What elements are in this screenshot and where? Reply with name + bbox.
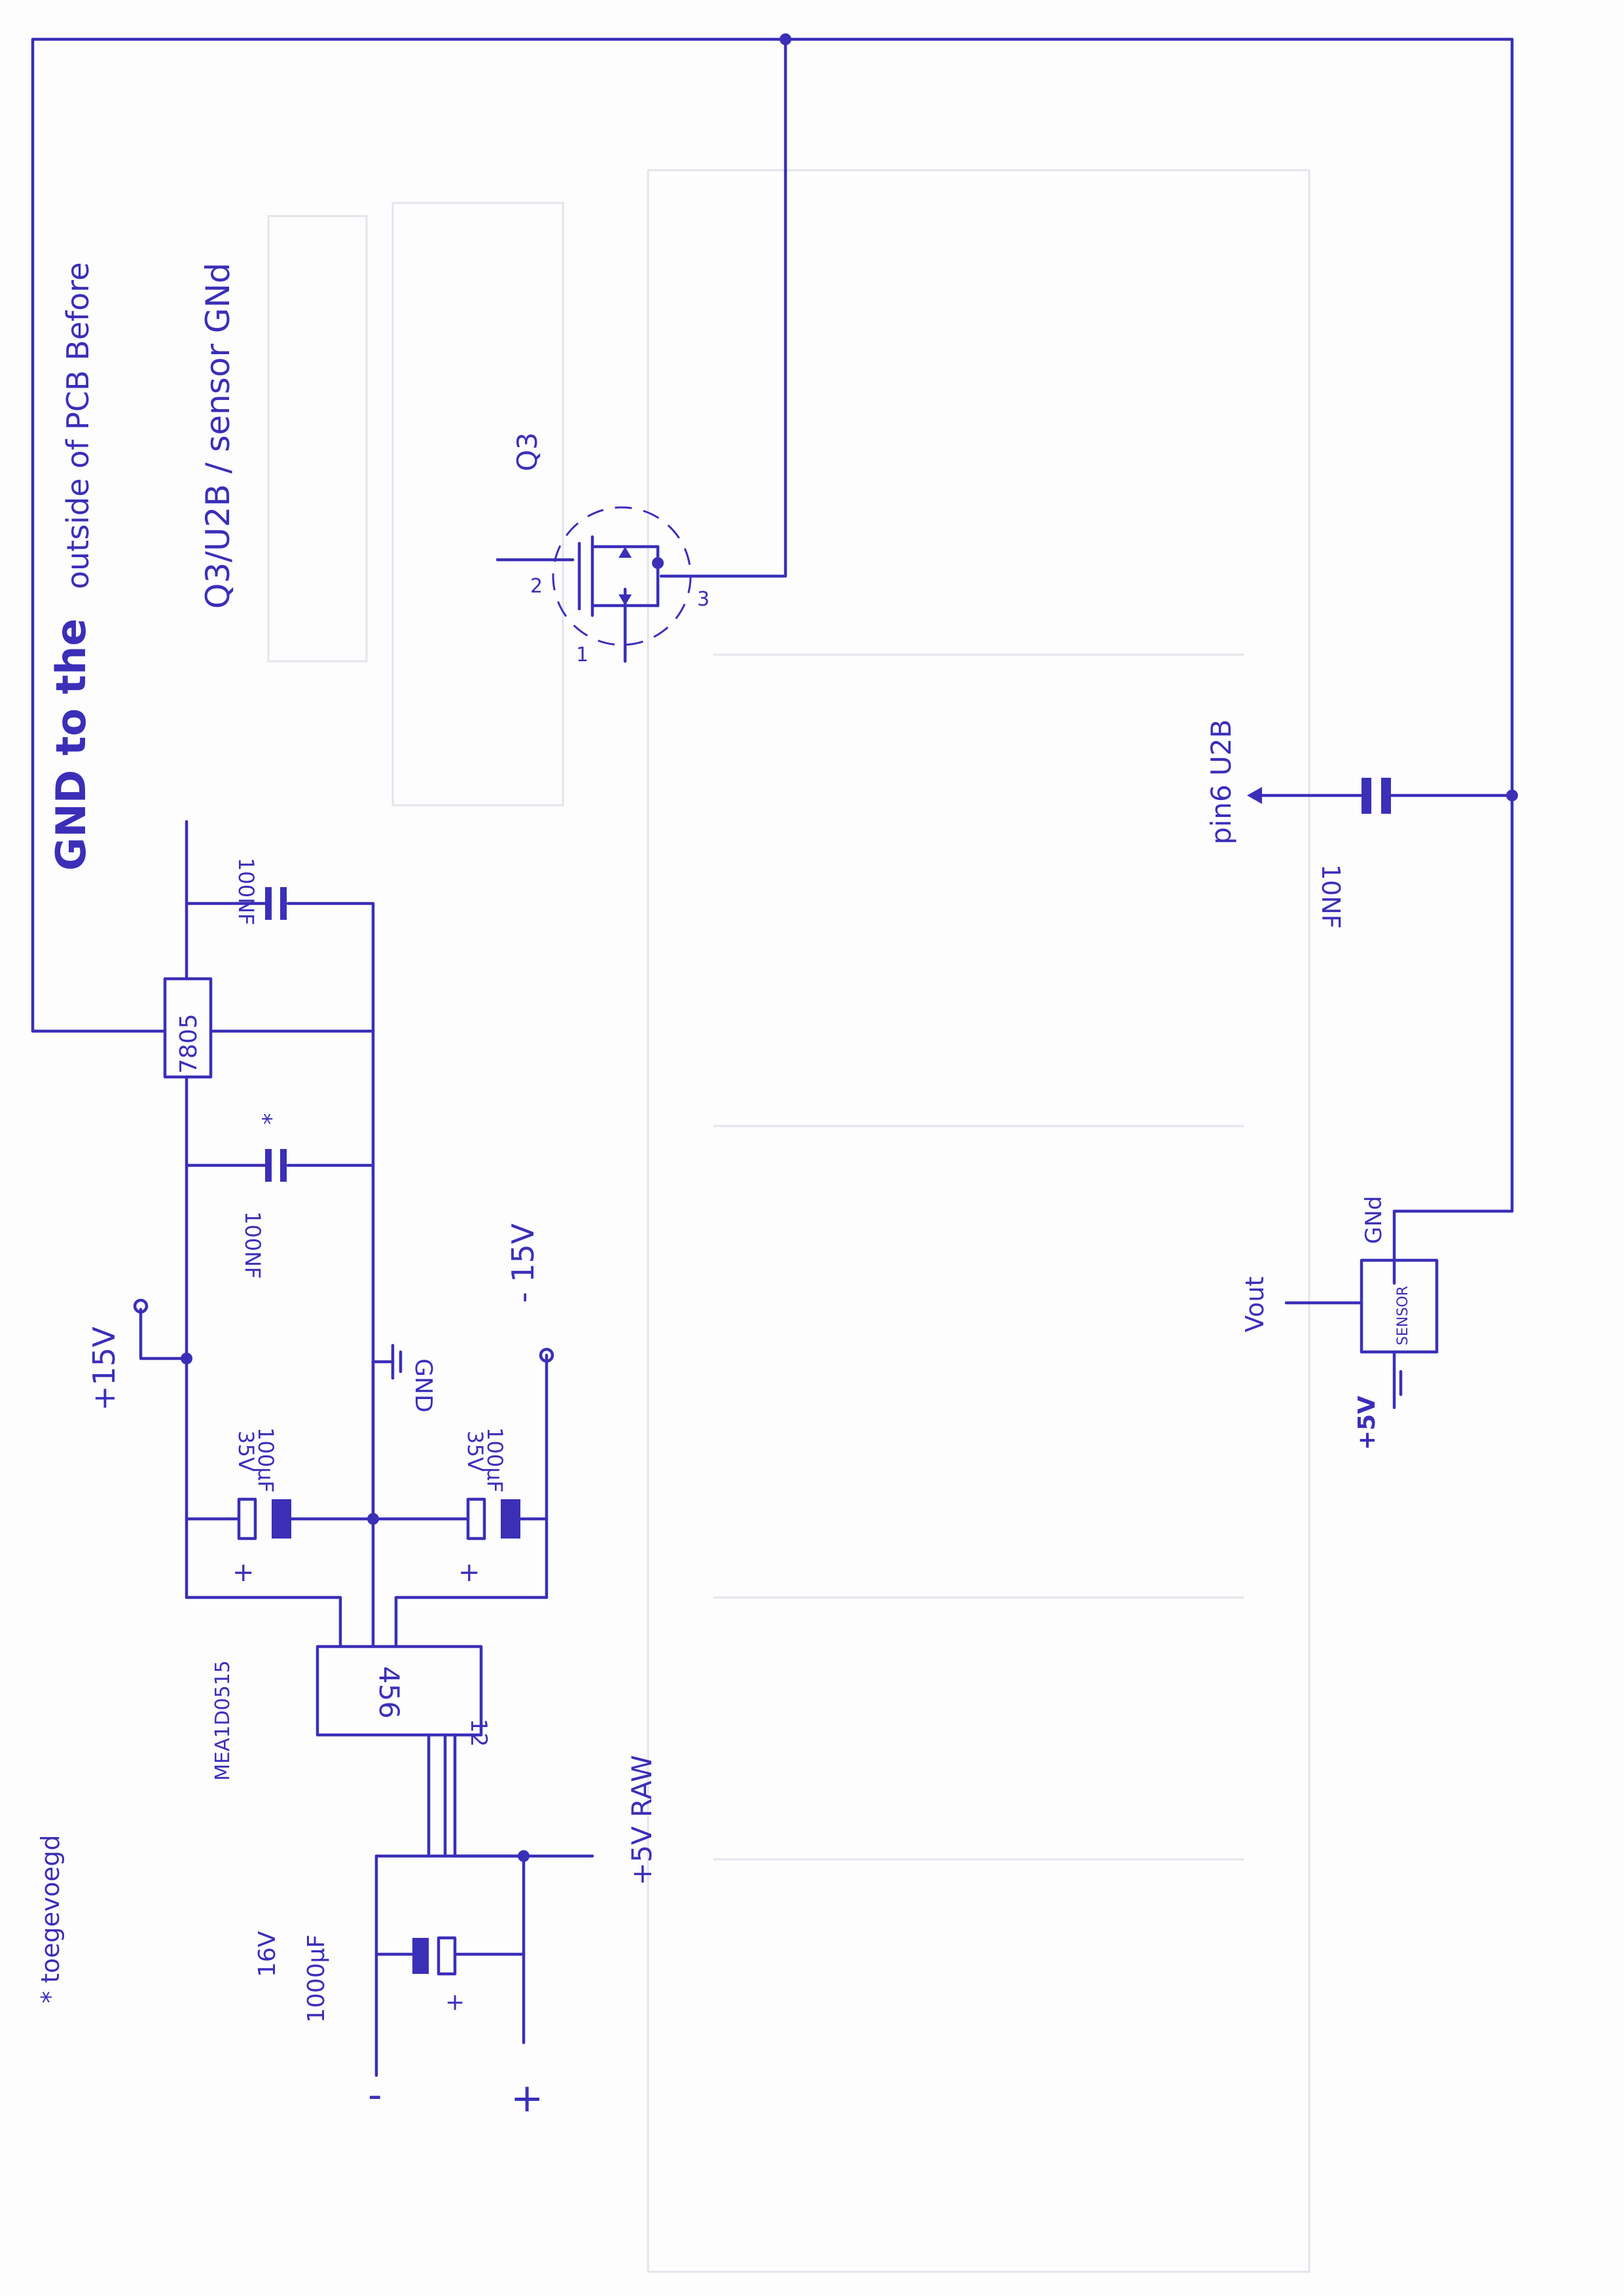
cap-10nf-label: 10NF bbox=[1316, 864, 1345, 929]
dcdc-converter-box bbox=[316, 1645, 483, 1737]
q3-pin2: 2 bbox=[530, 575, 543, 598]
minus15-label: - 15V bbox=[505, 1223, 541, 1303]
cap-top-label: 100NF bbox=[234, 858, 259, 925]
plus15-terminal bbox=[133, 1298, 149, 1314]
q3-pin1: 1 bbox=[576, 644, 588, 666]
wiring bbox=[31, 37, 1514, 2077]
cap-100nf-top bbox=[265, 887, 287, 920]
junction-dot bbox=[518, 1850, 530, 1862]
sensor-5v-label: +5V bbox=[1354, 1396, 1380, 1450]
junction-dot bbox=[1506, 790, 1518, 801]
q3-drain-wire bbox=[659, 37, 787, 578]
sensor-box bbox=[1360, 1258, 1439, 1354]
junction-dot bbox=[367, 1513, 379, 1525]
cap-mid-star: * bbox=[249, 1113, 276, 1125]
note-outside-pcb: outside of PCB Before bbox=[60, 262, 96, 589]
q3-label: Q3 bbox=[511, 432, 543, 471]
pin6-arrow bbox=[1247, 787, 1262, 804]
cap-bottom-value: 1000µF bbox=[303, 1935, 330, 2023]
dcdc-pins-left: 12 bbox=[465, 1719, 492, 1747]
gnd-label: GND bbox=[410, 1358, 437, 1413]
cap-1000uf bbox=[412, 1936, 457, 1976]
dcdc-pins-right: 456 bbox=[373, 1666, 405, 1719]
cap-100uf-right bbox=[466, 1497, 520, 1540]
dcdc-name: MEA1D0515 bbox=[211, 1660, 234, 1781]
junction-dot bbox=[780, 33, 791, 45]
regulator-7805 bbox=[163, 977, 213, 1079]
cap-right-value: 100µF bbox=[482, 1427, 507, 1493]
junction-dot bbox=[181, 1353, 192, 1364]
plus15-label: +15V bbox=[86, 1326, 122, 1411]
plus-bottom: + bbox=[445, 1989, 465, 2016]
minus15-terminal bbox=[539, 1347, 554, 1363]
cap-top-wire-b bbox=[286, 902, 375, 1521]
capacitors bbox=[237, 778, 1391, 1976]
junctions bbox=[181, 33, 1518, 1862]
regulator-label: 7805 bbox=[175, 1013, 202, 1074]
cap-100uf-left bbox=[237, 1497, 291, 1540]
note-footnote: * toegevoegd bbox=[36, 1835, 65, 2003]
vout-label: Vout bbox=[1240, 1277, 1269, 1332]
cap-right-voltage: 35V bbox=[463, 1430, 488, 1472]
raw5v-label: +5V RAW bbox=[626, 1755, 658, 1886]
note-q3-u2b: Q3/U2B / sensor GNd bbox=[199, 263, 237, 609]
cap-left-value: 100µF bbox=[253, 1427, 278, 1493]
cap-10nf bbox=[1362, 778, 1391, 814]
top-ground-wire bbox=[31, 37, 1514, 1285]
pin6-label: pin6 U2B bbox=[1205, 720, 1237, 845]
cap-bottom-voltage: 16V bbox=[254, 1931, 281, 1977]
plus-right: + bbox=[458, 1558, 480, 1588]
gnd-symbol bbox=[371, 1343, 403, 1380]
plus-left: + bbox=[232, 1558, 255, 1588]
batt-minus: - bbox=[368, 2072, 382, 2118]
cap-left-voltage: 35V bbox=[234, 1430, 259, 1472]
terminals bbox=[133, 1298, 554, 1363]
cap-mid-label: 100NF bbox=[240, 1211, 265, 1279]
q3-mosfet bbox=[496, 506, 692, 663]
q3-pin3: 3 bbox=[697, 588, 710, 611]
note-gnd-to-the: GND to the bbox=[47, 619, 95, 871]
batt-plus: + bbox=[511, 2075, 543, 2121]
sensor-gnd-label: GNd bbox=[1361, 1196, 1387, 1244]
plus15-wire bbox=[139, 1307, 189, 1360]
sensor-label: SENSOR bbox=[1395, 1286, 1411, 1345]
show-through-background bbox=[267, 169, 1310, 2273]
cap-100nf-mid bbox=[265, 1149, 287, 1182]
